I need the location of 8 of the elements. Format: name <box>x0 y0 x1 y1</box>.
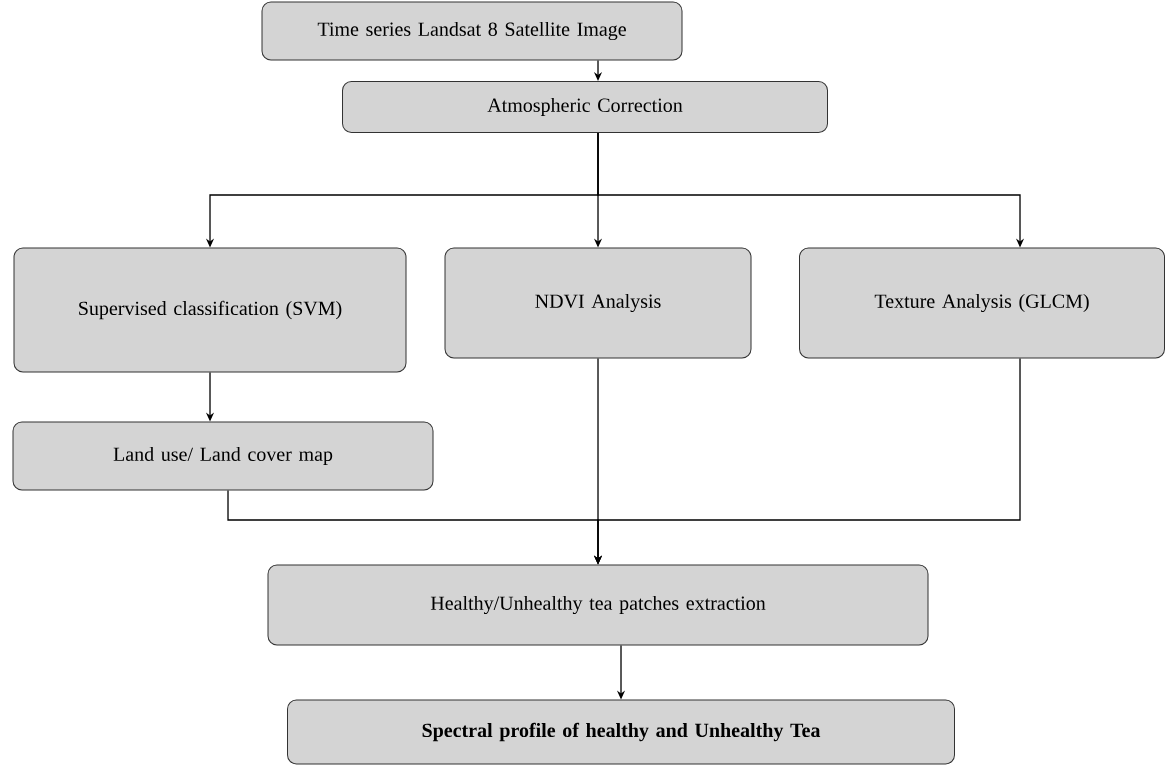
process-box: Land use/ Land cover map <box>12 421 434 491</box>
process-box: Supervised classification (SVM) <box>13 247 407 373</box>
process-box: NDVI Analysis <box>444 247 752 359</box>
process-box: Spectral profile of healthy and Unhealthy Tea <box>287 699 955 765</box>
process-box: Atmospheric Correction <box>342 81 828 133</box>
process-box: Time series Landsat 8 Satellite Image <box>261 1 683 61</box>
process-box: Texture Analysis (GLCM) <box>799 247 1165 359</box>
process-box: Healthy/Unhealthy tea patches extraction <box>267 564 929 646</box>
